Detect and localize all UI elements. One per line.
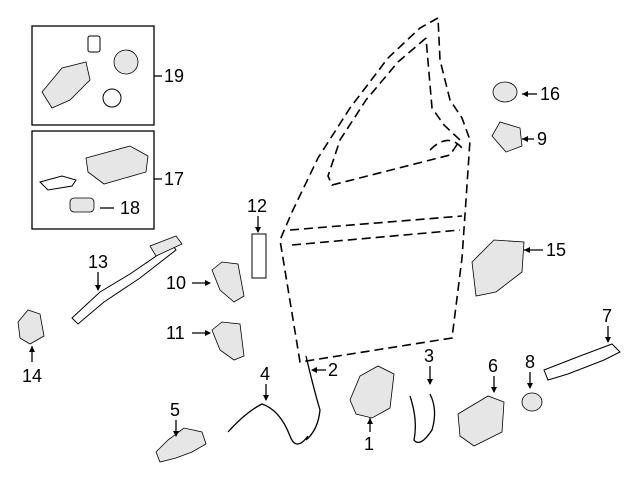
upper-hinge-part	[211, 261, 245, 303]
label-13: 13	[88, 252, 108, 272]
cable-3-part	[409, 393, 436, 444]
cap-part	[102, 88, 122, 108]
handle-bracket-part	[155, 427, 207, 463]
label-5: 5	[170, 400, 180, 420]
latch-part	[349, 365, 395, 419]
label-1: 1	[364, 434, 374, 454]
pin-part	[87, 35, 101, 53]
label-6: 6	[488, 356, 498, 376]
seal-strip-part	[251, 233, 267, 279]
label-11: 11	[166, 323, 185, 343]
lock-cylinder-part	[521, 392, 543, 412]
striker-part	[491, 121, 523, 153]
cable-2-part	[305, 355, 321, 441]
label-2: 2	[328, 360, 338, 380]
callout-box-19	[31, 25, 162, 126]
label-7: 7	[602, 306, 612, 326]
actuator-part	[113, 49, 139, 75]
grommet-part	[492, 81, 518, 103]
cable-4-part	[227, 403, 309, 445]
cover-part	[471, 239, 525, 297]
label-9: 9	[537, 129, 547, 149]
callout-box-17	[31, 130, 162, 230]
label-17: 17	[164, 169, 184, 189]
label-10: 10	[166, 273, 186, 293]
key-part	[39, 175, 77, 191]
control-module-part	[85, 145, 149, 185]
label-18: 18	[120, 198, 140, 218]
label-15: 15	[546, 240, 566, 260]
label-16: 16	[540, 84, 560, 104]
lower-hinge-part	[211, 321, 245, 361]
label-3: 3	[424, 346, 434, 366]
lock-module-part	[457, 395, 505, 447]
door-outline	[279, 17, 471, 363]
module-part	[41, 61, 91, 109]
remote-key-part	[69, 197, 95, 213]
label-8: 8	[525, 352, 535, 372]
label-19: 19	[164, 66, 184, 86]
gasket-part	[17, 309, 45, 345]
check-arm-bracket	[149, 235, 183, 257]
label-14: 14	[22, 366, 42, 386]
outside-handle-part	[543, 343, 621, 381]
label-4: 4	[260, 364, 270, 384]
label-12: 12	[247, 196, 267, 216]
